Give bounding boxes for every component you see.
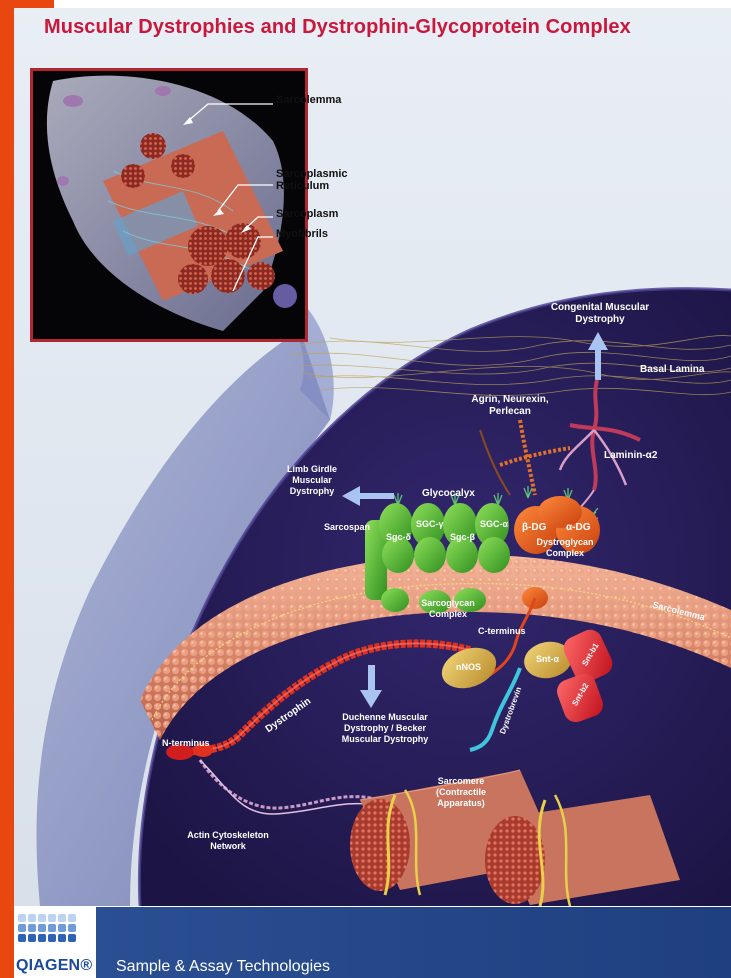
inset-label-sarcolemma: Sarcolemma xyxy=(276,94,341,106)
label-sarcospan: Sarcospan xyxy=(324,522,370,532)
label-glycocalyx: Glycocalyx xyxy=(422,488,475,499)
label-agrin: Agrin, Neurexin, Perlecan xyxy=(460,394,560,418)
inset-label-sarcoplasm: Sarcoplasm xyxy=(276,208,338,220)
label-nnos: nNOS xyxy=(456,662,481,672)
label-sgc-beta: Sgc-β xyxy=(450,532,475,542)
label-laminin: Laminin-α2 xyxy=(604,450,657,461)
label-duchenne: Duchenne Muscular Dystrophy / Becker Mus… xyxy=(330,712,440,745)
inset-illustration xyxy=(33,71,305,339)
label-sgc-delta: Sgc-δ xyxy=(386,532,411,542)
label-sarcoglycan-complex: Sarcoglycan Complex xyxy=(408,598,488,620)
label-c-terminus: C-terminus xyxy=(478,626,526,636)
qiagen-logo: QIAGEN® xyxy=(16,957,92,975)
label-dystroglycan-complex: Dystroglycan Complex xyxy=(530,537,600,559)
label-basal-lamina: Basal Lamina xyxy=(640,364,704,375)
label-sgc-gamma: SGC-γ xyxy=(416,519,444,529)
label-beta-dg: β-DG xyxy=(522,522,546,533)
label-n-terminus: N-terminus xyxy=(162,738,210,748)
label-alpha-dg: α-DG xyxy=(566,522,590,533)
qiagen-logo-dots-icon xyxy=(18,914,90,954)
label-snt-alpha: Snt-α xyxy=(536,654,559,664)
label-limb-girdle: Limb Girdle Muscular Dystrophy xyxy=(282,464,342,497)
label-sarcomere: Sarcomere (Contractile Apparatus) xyxy=(426,776,496,809)
fiber-inset xyxy=(30,68,308,342)
inset-label-sarcoplasmic-reticulum: Sarcoplasmic Reticulum xyxy=(276,168,352,192)
label-congenital-md: Congenital Muscular Dystrophy xyxy=(548,302,652,326)
label-sgc-alpha: SGC-α xyxy=(480,519,508,529)
footer-tagline: Sample & Assay Technologies xyxy=(116,958,330,976)
label-actin: Actin Cytoskeleton Network xyxy=(186,830,270,852)
inset-label-myofibrils: Myofibrils xyxy=(276,228,328,240)
